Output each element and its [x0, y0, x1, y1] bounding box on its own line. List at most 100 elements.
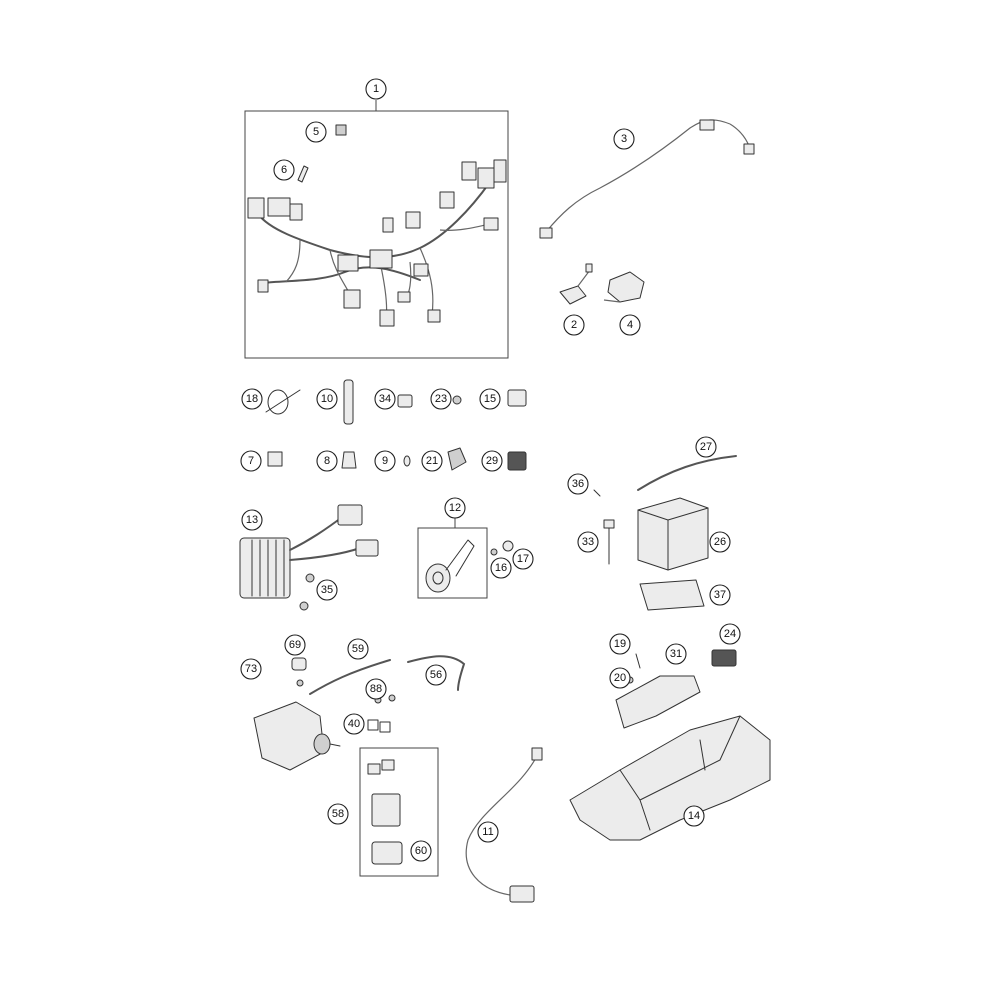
part-14-battery-box: [569, 715, 771, 841]
svg-text:19: 19: [614, 638, 626, 650]
part-58-starter-relay: [367, 759, 401, 827]
svg-text:2: 2: [571, 319, 577, 331]
callout-5: 5: [305, 121, 327, 143]
part-4-switch: [603, 271, 645, 303]
svg-text:69: 69: [289, 639, 301, 651]
part-40-clips: [367, 719, 391, 733]
part-3-wire-lead: [539, 119, 755, 239]
svg-text:27: 27: [700, 441, 712, 453]
svg-text:20: 20: [614, 672, 626, 684]
callout-11: 11: [477, 821, 499, 843]
part-2-switch: [559, 263, 593, 305]
svg-text:14: 14: [688, 810, 700, 822]
svg-text:13: 13: [246, 514, 258, 526]
callout-59: 59: [347, 638, 369, 660]
svg-text:34: 34: [379, 393, 391, 405]
svg-text:29: 29: [486, 455, 498, 467]
callout-1: 1: [365, 78, 387, 100]
svg-text:36: 36: [572, 478, 584, 490]
svg-text:31: 31: [670, 648, 682, 660]
svg-text:17: 17: [517, 553, 529, 565]
callout-35: 35: [316, 579, 338, 601]
callout-73: 73: [240, 658, 262, 680]
part-34-grommet: [397, 394, 413, 408]
svg-text:73: 73: [245, 663, 257, 675]
part-5-connector: [335, 124, 347, 136]
callout-21: 21: [421, 450, 443, 472]
callout-36: 36: [567, 473, 589, 495]
svg-text:16: 16: [495, 562, 507, 574]
part-11-cable: [465, 747, 543, 903]
callout-33: 33: [577, 531, 599, 553]
part-73-nut: [296, 679, 304, 687]
callout-9: 9: [374, 450, 396, 472]
callout-88: 88: [365, 678, 387, 700]
svg-text:58: 58: [332, 808, 344, 820]
callout-24: 24: [719, 623, 741, 645]
part-33-strap: [603, 519, 615, 565]
callout-4: 4: [619, 314, 641, 336]
part-19-screw: [635, 653, 641, 669]
callout-15: 15: [479, 388, 501, 410]
callout-10: 10: [316, 388, 338, 410]
part-56-cable: [407, 655, 466, 691]
svg-text:23: 23: [435, 393, 447, 405]
part-26-battery: [637, 497, 709, 571]
svg-text:24: 24: [724, 628, 736, 640]
part-27-battery-cable: [637, 455, 737, 491]
svg-text:15: 15: [484, 393, 496, 405]
part-60-relay-cover: [371, 841, 403, 865]
starter-motor: [253, 701, 341, 771]
part-36-screw: [593, 489, 601, 497]
callout-60: 60: [410, 840, 432, 862]
svg-text:6: 6: [281, 164, 287, 176]
callout-20: 20: [609, 667, 631, 689]
svg-text:56: 56: [430, 669, 442, 681]
wiring-harness-frame: [244, 100, 509, 359]
svg-text:18: 18: [246, 393, 258, 405]
part-6-fuse: [297, 165, 309, 183]
part-7-relay: [267, 451, 283, 467]
callout-34: 34: [374, 388, 396, 410]
svg-text:37: 37: [714, 589, 726, 601]
callout-29: 29: [481, 450, 503, 472]
svg-text:21: 21: [426, 455, 438, 467]
svg-text:60: 60: [415, 845, 427, 857]
part-23-nut: [452, 395, 462, 405]
part-16-nut: [490, 548, 498, 556]
callout-69: 69: [284, 634, 306, 656]
part-35-nuts: [299, 573, 315, 611]
callout-8: 8: [316, 450, 338, 472]
part-31-relay-bracket: [615, 675, 701, 729]
part-59-cable: [309, 659, 391, 695]
horn-frame: [417, 518, 488, 599]
callout-27: 27: [695, 436, 717, 458]
callout-26: 26: [709, 531, 731, 553]
part-8-plate: [341, 451, 357, 469]
part-29-connector: [507, 451, 527, 471]
main-wiring-harness: [247, 159, 507, 327]
svg-text:1: 1: [373, 83, 379, 95]
svg-text:8: 8: [324, 455, 330, 467]
svg-text:3: 3: [621, 133, 627, 145]
callout-6: 6: [273, 159, 295, 181]
part-21-cap: [447, 447, 467, 471]
part-69-cap: [291, 657, 307, 671]
callout-16: 16: [490, 557, 512, 579]
svg-text:9: 9: [382, 455, 388, 467]
callout-58: 58: [327, 803, 349, 825]
callout-12: 12: [444, 497, 466, 519]
callout-2: 2: [563, 314, 585, 336]
part-17-nut: [502, 540, 514, 552]
svg-text:7: 7: [248, 455, 254, 467]
callout-31: 31: [665, 643, 687, 665]
part-37-pad: [639, 579, 705, 611]
callout-56: 56: [425, 664, 447, 686]
svg-text:10: 10: [321, 393, 333, 405]
callout-18: 18: [241, 388, 263, 410]
svg-text:35: 35: [321, 584, 333, 596]
part-12-horn: [425, 539, 475, 593]
callout-37: 37: [709, 584, 731, 606]
